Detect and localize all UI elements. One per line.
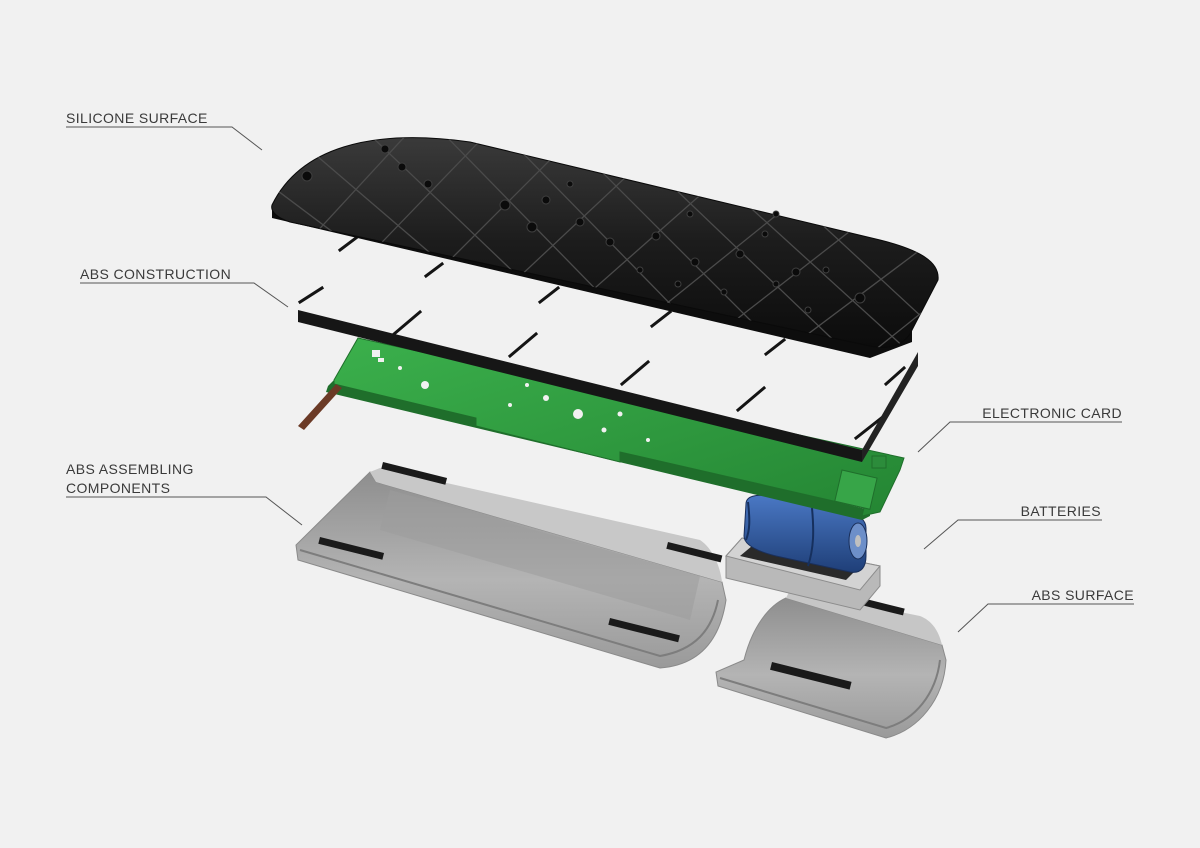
label-batteries: BATTERIES [1020,503,1101,519]
abs-assembling-component-shell [295,462,727,669]
label-abs-assembling-components: ABS ASSEMBLING COMPONENTS [66,460,194,498]
label-silicone-surface: SILICONE SURFACE [66,110,208,126]
abs-surface-shell [715,590,947,739]
electronic-card-pcb [298,337,905,520]
leader-silicone-surface [66,126,263,151]
leader-abs-construction [80,282,289,308]
label-abs-surface: ABS SURFACE [1031,587,1134,603]
label-abs-assembling-line2: COMPONENTS [66,480,171,496]
batteries [743,494,868,573]
leader-abs-assembling [66,496,303,526]
label-abs-assembling-line1: ABS ASSEMBLING [66,461,194,477]
leader-abs-surface [957,603,1134,633]
leader-batteries [923,519,1102,550]
leader-electronic-card [917,421,1122,453]
label-abs-construction: ABS CONSTRUCTION [80,266,232,282]
leader-lines [66,126,1134,633]
label-electronic-card: ELECTRONIC CARD [982,405,1122,421]
abs-construction-frame [297,235,918,462]
